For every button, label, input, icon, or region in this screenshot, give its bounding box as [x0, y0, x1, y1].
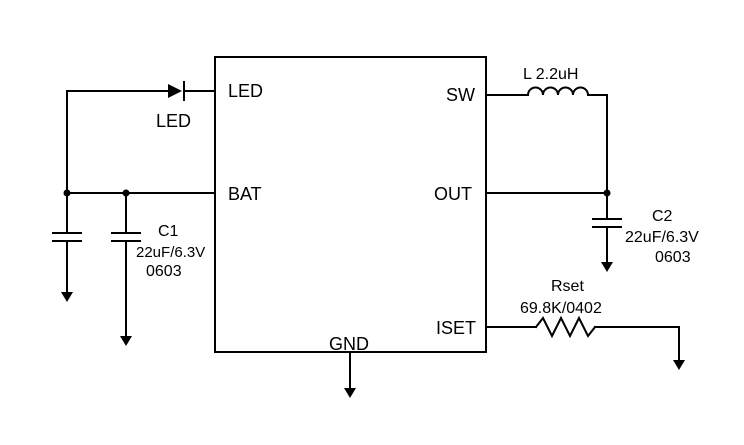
capacitor-c1: C1 22uF/6.3V 0603: [111, 192, 205, 346]
rset-branch: Rset 69.8K/0402: [485, 278, 685, 370]
c1-ref: C1: [158, 223, 179, 240]
led-diode-symbol: [168, 84, 182, 98]
led-diode-label: LED: [156, 111, 191, 131]
inductor-branch: L 2.2uH: [485, 66, 608, 194]
pin-bat-label: BAT: [228, 184, 262, 204]
rset-value: 69.8K/0402: [520, 300, 602, 317]
gnd-pin-wire: [344, 351, 356, 398]
ground-arrow-c1: [120, 336, 132, 346]
rset-ref: Rset: [551, 278, 584, 295]
ground-arrow-left: [61, 292, 73, 302]
pin-sw-label: SW: [446, 85, 475, 105]
c2-package: 0603: [655, 249, 691, 266]
ground-arrow-c2: [601, 262, 613, 272]
capacitor-c2: C2 22uF/6.3V 0603: [592, 192, 699, 272]
inductor-label: L 2.2uH: [523, 66, 578, 83]
input-capacitor-left: [52, 192, 82, 302]
led-branch: LED: [66, 81, 216, 194]
pin-led-label: LED: [228, 81, 263, 101]
pin-out-label: OUT: [434, 184, 472, 204]
pin-gnd-label: GND: [329, 334, 369, 354]
c2-value: 22uF/6.3V: [625, 229, 699, 246]
c2-ref: C2: [652, 208, 673, 225]
ground-arrow-rset: [673, 360, 685, 370]
c1-value: 22uF/6.3V: [136, 244, 205, 261]
c1-package: 0603: [146, 263, 182, 280]
pin-iset-label: ISET: [436, 318, 476, 338]
ground-arrow-gnd: [344, 388, 356, 398]
inductor-coil-symbol: [526, 86, 590, 97]
rset-resistor-symbol: [534, 315, 597, 339]
